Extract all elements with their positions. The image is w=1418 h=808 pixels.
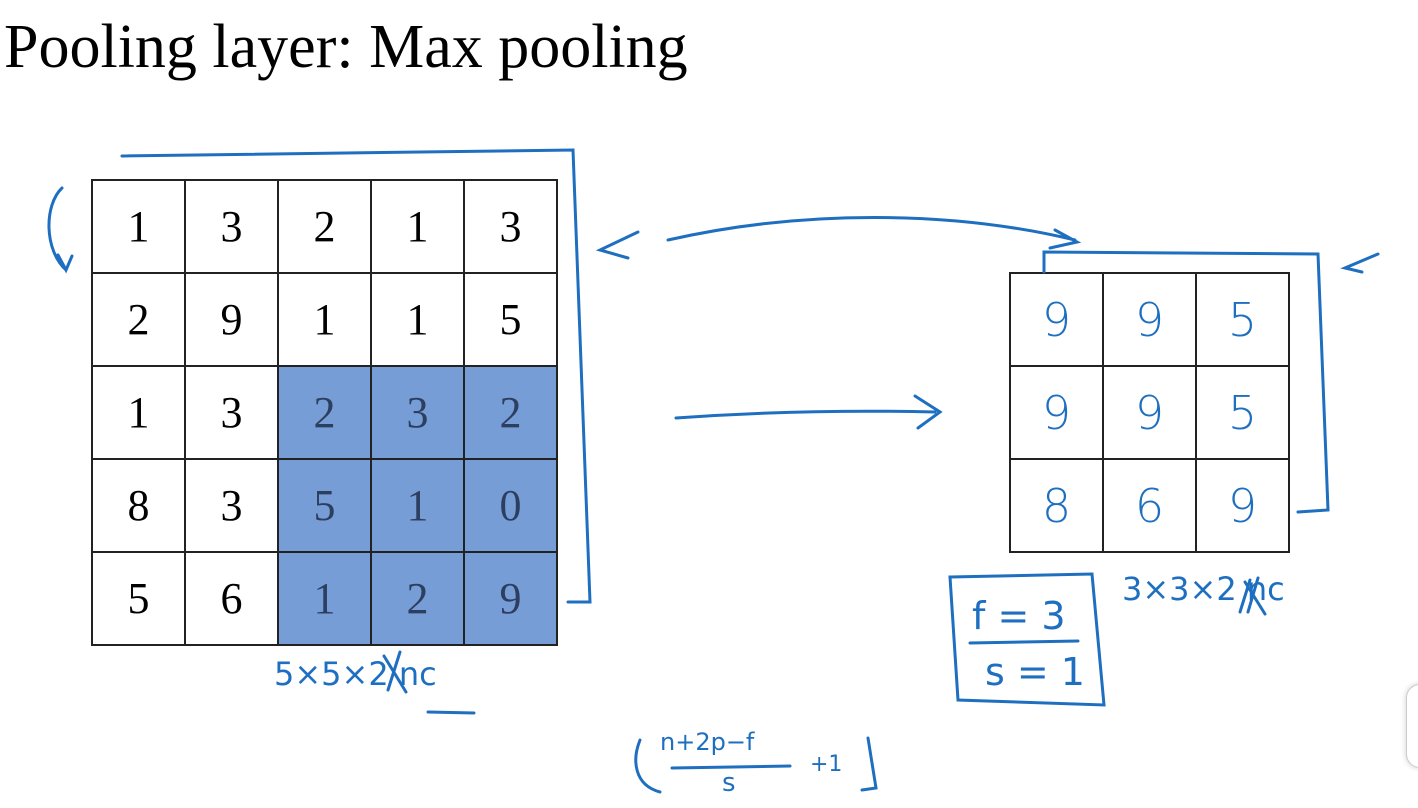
nc-underline: [426, 710, 476, 715]
formula-plus-one: +1: [810, 752, 843, 777]
input-cell: 1: [279, 553, 372, 646]
input-bracket: [120, 148, 592, 604]
input-cell: 3: [186, 367, 279, 460]
input-dims: 5×5×2 nc: [274, 655, 437, 693]
input-cell: 1: [93, 181, 186, 274]
output-dims: 3×3×2 nc: [1122, 570, 1285, 608]
input-cell: 3: [186, 181, 279, 274]
formula-fraction-line: [670, 764, 792, 770]
input-cell: 2: [93, 274, 186, 367]
floor-bracket-left: [634, 738, 662, 794]
input-cell: 1: [372, 460, 465, 553]
input-cell: 8: [93, 460, 186, 553]
strike-icon: [1238, 576, 1267, 616]
stride: s = 1: [985, 650, 1085, 694]
output-cell: 5: [1197, 367, 1290, 460]
input-cell: 2: [279, 367, 372, 460]
input-cell: 1: [372, 274, 465, 367]
output-cell: 9: [1104, 274, 1197, 367]
channels-text: nc: [398, 655, 437, 693]
input-cell: 0: [465, 460, 558, 553]
input-cell: 1: [279, 274, 372, 367]
formula-denominator: s: [722, 768, 736, 798]
dims-text: 3×3×: [1122, 570, 1217, 608]
page-title: Pooling layer: Max pooling: [4, 13, 688, 81]
input-cell: 9: [465, 553, 558, 646]
output-cell: 8: [1011, 460, 1104, 553]
output-cell: 9: [1104, 367, 1197, 460]
dims-text: 5×5×: [274, 655, 369, 693]
filter-size: f = 3: [972, 594, 1066, 638]
input-cell: 9: [186, 274, 279, 367]
formula-numerator: n+2p−f: [660, 728, 755, 756]
output-cell: 9: [1011, 274, 1104, 367]
output-cell: 6: [1104, 460, 1197, 553]
output-cell: 9: [1197, 460, 1290, 553]
params-box: [948, 572, 1106, 707]
input-cell: 6: [186, 553, 279, 646]
input-cell: 5: [93, 553, 186, 646]
curved-arrow: [666, 216, 1082, 250]
output-bracket: [1042, 250, 1330, 514]
output-cell: 5: [1197, 274, 1290, 367]
arrow-head-icon: [1340, 252, 1380, 274]
output-cell: 9: [1011, 367, 1104, 460]
input-cell: 3: [372, 367, 465, 460]
input-cell: 5: [465, 274, 558, 367]
input-cell: 1: [93, 367, 186, 460]
input-cell: 3: [186, 460, 279, 553]
strike-icon: [382, 650, 408, 694]
input-cell: 1: [372, 181, 465, 274]
channels-text: nc: [1246, 570, 1285, 608]
right-arrow: [674, 394, 943, 430]
struck-digit: 2: [368, 655, 389, 693]
overlay-control[interactable]: [1406, 684, 1418, 768]
input-cell: 2: [279, 181, 372, 274]
struck-digit: 2: [1216, 570, 1237, 608]
rotate-arrow-icon: [47, 186, 74, 274]
input-cell: 5: [279, 460, 372, 553]
fraction-line: [968, 639, 1080, 645]
floor-bracket-right: [860, 736, 878, 792]
input-cell: 3: [465, 181, 558, 274]
arrow-head-icon: [595, 230, 640, 260]
input-cell: 2: [372, 553, 465, 646]
input-cell: 2: [465, 367, 558, 460]
